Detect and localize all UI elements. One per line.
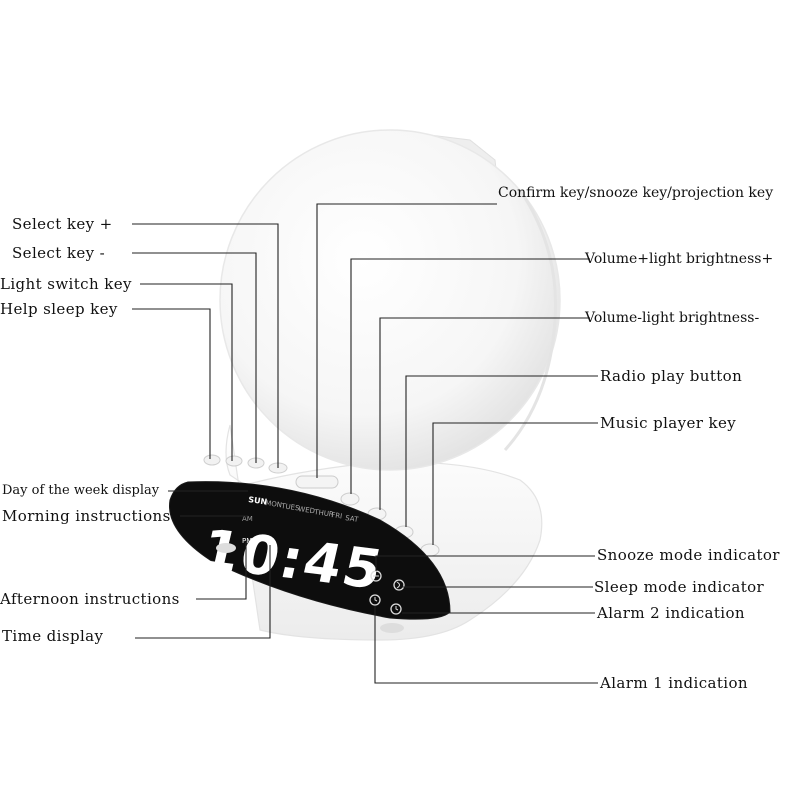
- label-confirm: Confirm key/snooze key/projection key: [498, 185, 774, 201]
- label-snooze: Snooze mode indicator: [597, 546, 780, 564]
- alarm-2-indicator-icon: [390, 603, 402, 615]
- day-thur: THUR: [313, 508, 335, 519]
- leader-vol-plus: [350, 258, 590, 494]
- pm-indicator: PM: [242, 537, 252, 545]
- leader-afternoon: [196, 542, 247, 600]
- label-sleep-mode: Sleep mode indicator: [594, 578, 765, 596]
- leader-snooze: [375, 555, 595, 571]
- label-select-plus: Select key +: [12, 215, 113, 233]
- leader-light-switch: [140, 283, 233, 461]
- light-sphere: [219, 129, 561, 471]
- label-morning: Morning instructions: [2, 507, 171, 525]
- label-afternoon: Afternoon instructions: [0, 590, 180, 608]
- label-alarm2: Alarm 2 indication: [597, 604, 745, 622]
- day-wed: WED: [298, 505, 316, 515]
- day-fri: FRI: [331, 511, 343, 520]
- label-alarm1: Alarm 1 indication: [600, 674, 748, 692]
- label-light-switch: Light switch key: [0, 275, 132, 293]
- help-sleep-button[interactable]: [203, 454, 221, 466]
- leader-vol-minus: [379, 317, 590, 510]
- label-radio: Radio play button: [600, 367, 743, 385]
- label-day-of-week: Day of the week display: [2, 483, 160, 498]
- label-time-display: Time display: [2, 627, 104, 645]
- sleep-mode-indicator-icon: [393, 579, 405, 591]
- leader-select-minus: [132, 252, 257, 463]
- leader-alarm1: [374, 606, 598, 684]
- label-select-minus: Select key -: [12, 244, 106, 262]
- leader-select-plus: [132, 223, 279, 468]
- leader-help-sleep: [132, 308, 211, 459]
- day-sun: SUN: [248, 495, 268, 507]
- foot-right: [380, 623, 404, 633]
- label-vol-minus: Volume-light brightness-: [585, 310, 760, 326]
- top-button-row: [203, 454, 440, 557]
- day-sat: SAT: [345, 514, 360, 524]
- callout-lines: [132, 203, 598, 684]
- leader-confirm: [316, 203, 497, 478]
- light-switch-button[interactable]: [225, 455, 243, 467]
- day-mon: MON: [265, 499, 283, 509]
- label-vol-plus: Volume+light brightness+: [585, 251, 774, 267]
- leader-radio: [405, 375, 598, 527]
- volume-plus-button[interactable]: [340, 492, 360, 506]
- foot-left: [216, 543, 236, 553]
- leader-time-display: [135, 545, 271, 639]
- alarm-1-indicator-icon: [369, 594, 381, 606]
- day-tues: TUES: [280, 502, 301, 513]
- am-indicator: AM: [242, 515, 253, 523]
- leader-music: [432, 422, 598, 545]
- label-music: Music player key: [600, 414, 737, 432]
- label-help-sleep: Help sleep key: [0, 300, 118, 318]
